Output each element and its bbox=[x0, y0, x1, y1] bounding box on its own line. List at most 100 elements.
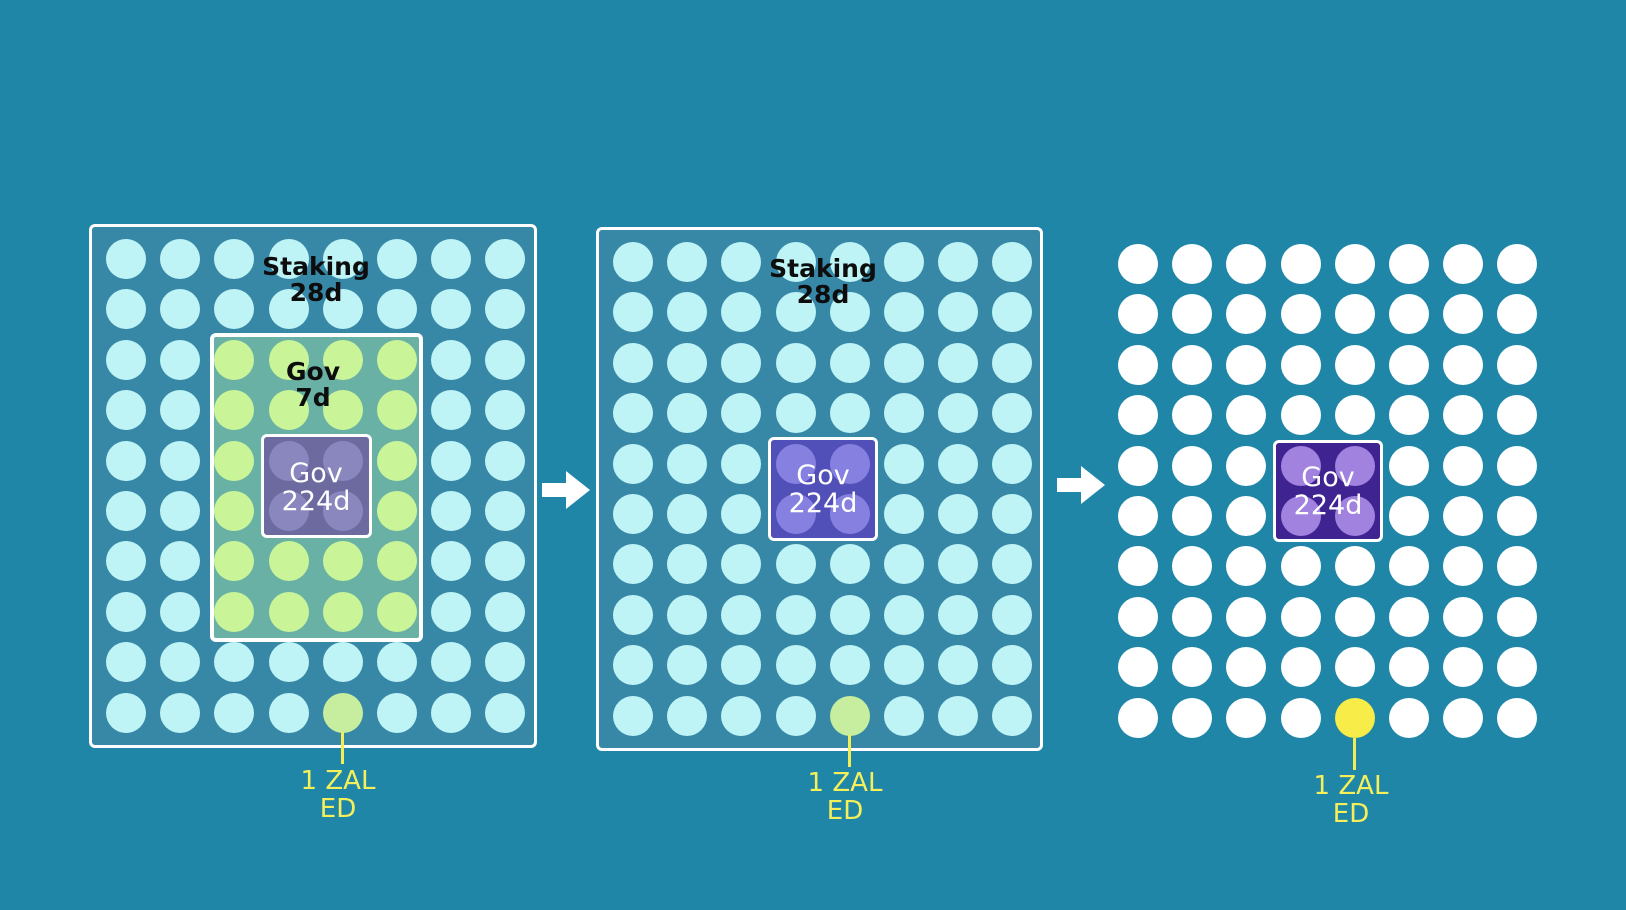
token-dot bbox=[884, 443, 924, 484]
token-dot bbox=[1497, 294, 1538, 335]
token-dot bbox=[1118, 496, 1158, 536]
token-dot bbox=[160, 591, 201, 632]
token-dot bbox=[1226, 244, 1267, 284]
token-dot bbox=[431, 642, 472, 683]
token-dot bbox=[485, 541, 526, 582]
token-dot bbox=[884, 292, 924, 333]
token-dot bbox=[613, 594, 653, 635]
token-dot bbox=[667, 242, 708, 282]
token-dot bbox=[775, 695, 816, 736]
token-dot bbox=[829, 242, 870, 282]
gov-224d-token-dot bbox=[268, 440, 309, 481]
token-dot bbox=[938, 544, 979, 585]
token-dot bbox=[485, 239, 526, 279]
gov-7d-token-dot bbox=[214, 591, 255, 632]
gov-7d-token-dot bbox=[377, 591, 417, 632]
token-dot bbox=[1334, 395, 1375, 436]
gov-7d-token-dot bbox=[322, 541, 363, 582]
token-dot bbox=[613, 443, 653, 484]
token-dot bbox=[884, 342, 924, 383]
token-dot bbox=[775, 242, 816, 282]
token-dot bbox=[613, 494, 653, 534]
token-dot bbox=[1280, 244, 1321, 284]
token-dot bbox=[431, 339, 472, 380]
token-dot bbox=[160, 239, 201, 279]
token-dot bbox=[431, 591, 472, 632]
token-dot bbox=[1172, 647, 1213, 688]
token-dot bbox=[992, 342, 1033, 383]
token-dot bbox=[1118, 445, 1158, 486]
token-dot bbox=[1334, 596, 1375, 637]
token-dot bbox=[938, 292, 979, 333]
token-dot bbox=[160, 541, 201, 582]
token-dot bbox=[721, 342, 762, 383]
token-dot bbox=[1389, 596, 1429, 637]
ed-token-dot bbox=[829, 695, 870, 736]
token-dot bbox=[884, 494, 924, 534]
token-dot bbox=[268, 642, 309, 683]
token-dot bbox=[938, 645, 979, 686]
token-dot bbox=[938, 443, 979, 484]
token-dot bbox=[1118, 344, 1158, 385]
token-dot bbox=[775, 594, 816, 635]
token-dot bbox=[1280, 395, 1321, 436]
gov-7d-token-dot bbox=[214, 440, 255, 481]
gov-7d-token-dot bbox=[214, 390, 255, 431]
gov-224d-token-dot bbox=[829, 443, 870, 484]
token-dot bbox=[377, 642, 417, 683]
token-dot bbox=[613, 242, 653, 282]
token-dot bbox=[1497, 344, 1538, 385]
token-dot bbox=[1226, 697, 1267, 738]
token-dot bbox=[1172, 294, 1213, 335]
token-dot bbox=[721, 695, 762, 736]
token-dot bbox=[1172, 596, 1213, 637]
token-dot bbox=[377, 692, 417, 733]
token-dot bbox=[1226, 395, 1267, 436]
token-dot bbox=[938, 342, 979, 383]
token-dot bbox=[1497, 546, 1538, 587]
token-dot bbox=[106, 239, 146, 279]
token-dot bbox=[485, 390, 526, 431]
token-dot bbox=[485, 692, 526, 733]
token-dot bbox=[829, 292, 870, 333]
token-dot bbox=[106, 289, 146, 330]
token-dot bbox=[1172, 496, 1213, 536]
token-dot bbox=[1280, 647, 1321, 688]
token-dot bbox=[1172, 697, 1213, 738]
token-dot bbox=[721, 544, 762, 585]
token-dot bbox=[377, 289, 417, 330]
token-dot bbox=[721, 594, 762, 635]
token-dot bbox=[667, 292, 708, 333]
arrow-right-icon bbox=[1057, 466, 1105, 504]
token-dot bbox=[1226, 294, 1267, 335]
token-dot bbox=[992, 544, 1033, 585]
token-dot bbox=[1118, 596, 1158, 637]
token-dot bbox=[992, 494, 1033, 534]
token-dot bbox=[884, 544, 924, 585]
token-dot bbox=[1443, 647, 1484, 688]
token-dot bbox=[1280, 697, 1321, 738]
token-dot bbox=[1389, 344, 1429, 385]
token-dot bbox=[322, 239, 363, 279]
token-dot bbox=[1172, 395, 1213, 436]
token-dot bbox=[431, 239, 472, 279]
token-dot bbox=[1443, 294, 1484, 335]
token-dot bbox=[775, 645, 816, 686]
gov-224d-token-dot bbox=[829, 494, 870, 534]
token-dot bbox=[106, 491, 146, 531]
token-dot bbox=[1172, 445, 1213, 486]
token-dot bbox=[992, 443, 1033, 484]
token-dot bbox=[1280, 546, 1321, 587]
token-dot bbox=[1497, 596, 1538, 637]
token-dot bbox=[1280, 596, 1321, 637]
token-dot bbox=[884, 393, 924, 434]
ed-token-dot bbox=[1334, 697, 1375, 738]
token-dot bbox=[214, 642, 255, 683]
token-dot bbox=[160, 390, 201, 431]
token-dot bbox=[1389, 546, 1429, 587]
token-dot bbox=[322, 289, 363, 330]
token-dot bbox=[1443, 697, 1484, 738]
